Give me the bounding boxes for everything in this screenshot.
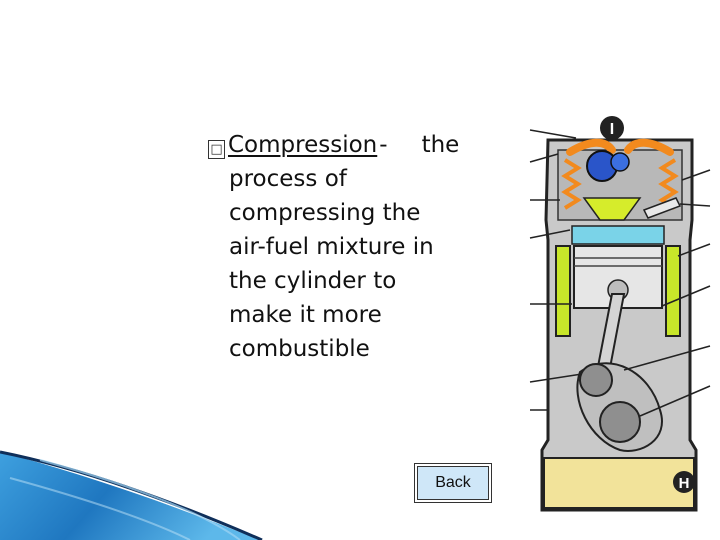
back-button[interactable]: Back [414, 463, 492, 503]
cylinder-wall-left [555, 245, 571, 337]
description-line: the cylinder to [229, 268, 397, 294]
term-compression: Compression [228, 132, 378, 158]
bottom-marker-icon [673, 471, 695, 493]
first-line-rest: the [421, 132, 460, 158]
rocker-arm-left [566, 138, 616, 156]
crankshaft-main [599, 401, 641, 443]
crank-pin [579, 363, 613, 397]
top-marker-label: I [610, 121, 614, 138]
back-button-label: Back [417, 466, 489, 500]
camshaft-lobe [610, 152, 630, 172]
fuel-mixture [582, 197, 642, 221]
engine-cylinder-diagram: I H [529, 116, 711, 512]
description-block: □Compression- the process of compressing … [208, 128, 508, 366]
description-line: air-fuel mixture in [229, 234, 434, 260]
callout-lines [529, 129, 711, 417]
oil-sump [543, 457, 695, 509]
description-line: make it more [229, 302, 382, 328]
description-line: process of [229, 166, 347, 192]
description-line: compressing the [229, 200, 421, 226]
valve-springs [561, 158, 679, 210]
bottom-marker-label: H [679, 475, 690, 492]
description-lines: process of compressing the air-fuel mixt… [208, 162, 508, 366]
cylinder-wall-right [665, 245, 681, 337]
bullet-box-icon: □ [208, 140, 225, 159]
term-dash: - [379, 132, 388, 158]
spark-plug [642, 197, 682, 219]
description-line: combustible [229, 336, 370, 362]
top-marker-icon [600, 116, 624, 140]
bullet-line: □Compression- the [208, 128, 508, 162]
compressed-charge [571, 225, 665, 245]
rocker-arm-right [624, 138, 674, 156]
